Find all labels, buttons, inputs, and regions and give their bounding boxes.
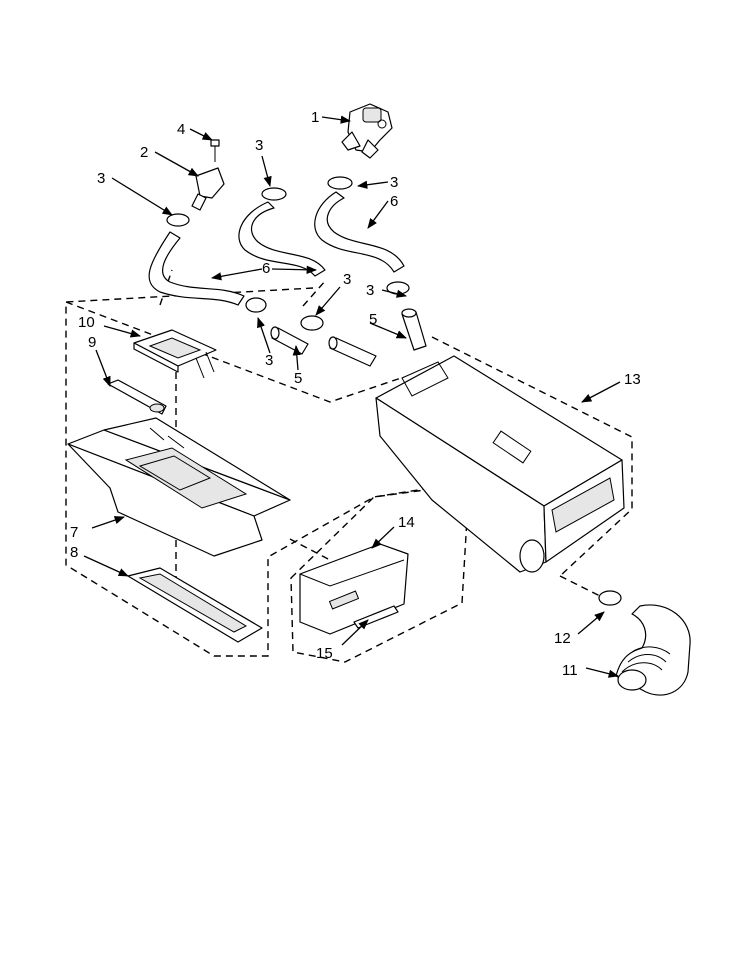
callout-4: 4 [177,121,185,138]
part-3-hose-clamps [166,176,622,606]
callout-6-b: 6 [262,260,270,277]
part-4-screw [210,139,220,162]
callout-3-a: 3 [255,137,263,154]
part-14-dispenser-face [299,543,409,635]
leader-lines [83,115,621,678]
callout-10: 10 [78,314,95,331]
callout-9: 9 [88,334,96,351]
callout-5-a: 5 [369,311,377,328]
part-11-bellows-hose [615,604,691,696]
callout-15: 15 [316,645,333,662]
callout-6-a: 6 [390,193,398,210]
callout-12: 12 [554,630,571,647]
part-5-tubes [270,308,427,367]
part-6-hoses [148,191,405,306]
callout-2: 2 [140,144,148,161]
callout-11: 11 [562,662,578,679]
part-2-valve [191,167,225,211]
callout-13: 13 [624,371,641,388]
part-7-dispenser-drawer [67,417,291,557]
callout-3-e: 3 [265,352,273,369]
callout-labels: 1 2 3 4 3 3 6 6 3 5 3 5 10 9 13 14 7 8 1… [70,109,641,679]
part-10-dispenser-cover [133,329,217,379]
callout-8: 8 [70,544,78,561]
part-1-water-inlet-valve [341,103,393,159]
callout-1: 1 [311,109,319,126]
callout-3-c: 3 [390,174,398,191]
callout-7: 7 [70,524,78,541]
callout-3-d: 3 [343,271,351,288]
callout-3-f: 3 [366,282,374,299]
callout-3-b: 3 [97,170,105,187]
callout-14: 14 [398,514,415,531]
part-9-siphon [107,379,167,415]
callout-5-b: 5 [294,370,302,387]
part-8-drawer-tray [127,567,263,643]
part-13-dispenser-housing [375,355,625,573]
